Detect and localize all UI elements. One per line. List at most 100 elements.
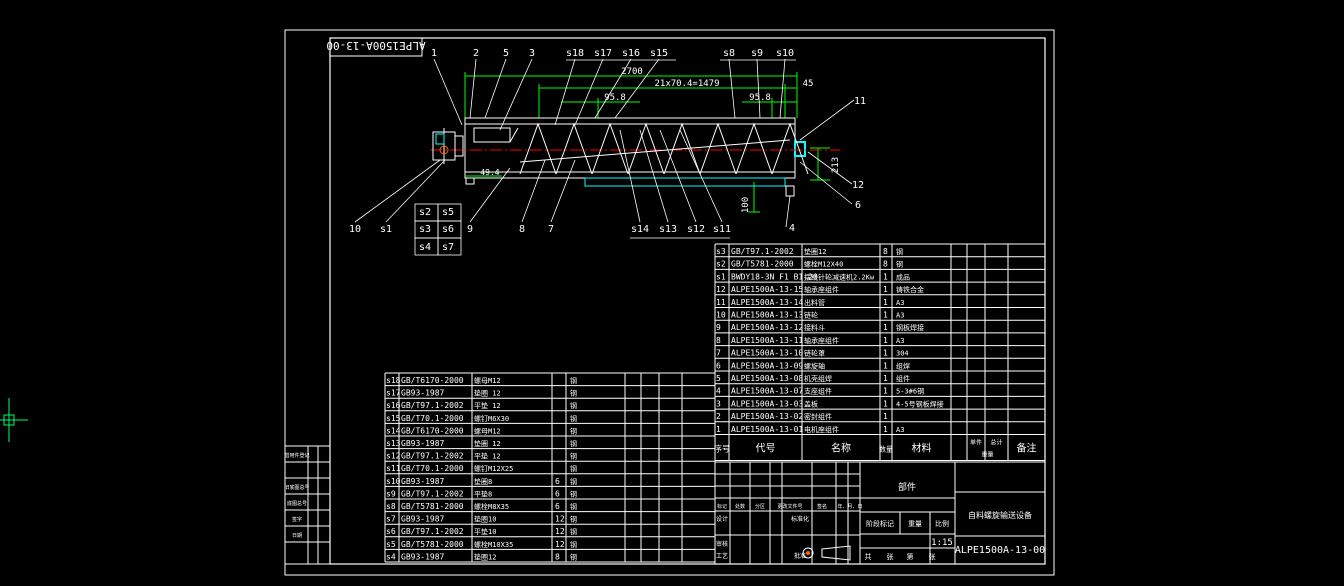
leader-top-s15 — [614, 58, 660, 119]
rtable-no-3: 3 — [716, 399, 721, 408]
side-register-block — [284, 445, 331, 565]
ltable-code-s8: GB/T5781-2000 — [401, 502, 464, 511]
rtable-no-10: 10 — [716, 311, 726, 320]
ltable-code-s5: GB/T5781-2000 — [401, 540, 464, 549]
rtable-code-9: ALPE1500A-13-12 — [731, 323, 803, 332]
drawing-code: ALPE1500A-13-00 — [955, 545, 1045, 556]
title-role-1: 标准化 — [791, 515, 809, 523]
callout-bottom-s7: s7 — [442, 242, 454, 253]
rtable-qty-12: 1 — [883, 285, 888, 294]
ltable-no-s11: s11 — [386, 464, 401, 473]
ltable-code-s14: GB/T6170-2000 — [401, 426, 464, 435]
inlet-hopper-edge — [509, 127, 519, 143]
leader-top-s17 — [574, 58, 604, 126]
ltable-name-s10: 垫圈8 — [474, 477, 492, 486]
ltable-mat-s9: 钢 — [570, 489, 577, 498]
leader-top-3 — [499, 58, 533, 131]
ltable-no-s16: s16 — [386, 401, 401, 410]
ltable-no-s17: s17 — [386, 389, 401, 398]
leader-top-s9 — [756, 58, 761, 119]
drawing-title: 自料螺旋输送设备 — [968, 510, 1032, 520]
ltable-name-s9: 平垫8 — [474, 489, 492, 498]
cad-cursor-icon[interactable] — [0, 398, 28, 442]
leader-right-6 — [799, 161, 853, 205]
rtable-no-s2: s2 — [716, 260, 726, 269]
ltable-mat-s12: 钢 — [570, 452, 577, 461]
ltable-mat-s13: 钢 — [570, 439, 577, 448]
ltable-no-s6: s6 — [386, 527, 396, 536]
flight-segment — [591, 122, 629, 175]
callout-top-s17: s17 — [594, 48, 612, 59]
callout-top-5: 5 — [503, 48, 509, 59]
leader-right-11 — [799, 99, 855, 141]
dim-height: 213 — [831, 157, 841, 173]
ltable-code-s4: GB93-1987 — [401, 552, 445, 561]
callout-right-6: 6 — [855, 200, 861, 211]
callout-bottom-s12: s12 — [687, 224, 705, 235]
ltable-name-s18: 螺母M12 — [474, 376, 501, 385]
ltable-code-s13: GB93-1987 — [401, 439, 445, 448]
side-label-3: 签字 — [292, 516, 302, 523]
sprocket-icon — [439, 145, 449, 155]
leader-bottom-s13 — [639, 129, 669, 223]
ltable-mat-s5: 钢 — [570, 540, 577, 549]
rtable-no-8: 8 — [716, 336, 721, 345]
screw-conveyor-drawing[interactable]: 2700 21x70.4=1479 45 95.8 95.8 213 100 4… — [430, 67, 841, 213]
callout-bottom-s3: s3 — [419, 224, 431, 235]
ltable-code-s15: GB/T70.1-2000 — [401, 414, 464, 423]
rtable-head-remark: 备注 — [1017, 442, 1037, 455]
rtable-no-4: 4 — [716, 387, 721, 396]
rtable-qty-9: 1 — [883, 323, 888, 332]
rtable-no-9: 9 — [716, 323, 721, 332]
callout-bottom-s2: s2 — [419, 207, 431, 218]
side-label-2: 底图总号 — [287, 500, 307, 507]
dim-right-pitch: 95.8 — [749, 93, 771, 103]
rtable-qty-7: 1 — [883, 349, 888, 358]
rtable-qty-s3: 8 — [883, 247, 888, 256]
rtable-mat-5: 组件 — [896, 374, 910, 383]
rtable-code-s1: BWDY18-3N F1 B1.20 — [731, 272, 818, 281]
ltable-no-s15: s15 — [386, 414, 401, 423]
rtable-name-8: 轴承座组件 — [804, 336, 839, 345]
title-role-3: 工艺 — [716, 552, 728, 560]
rtable-code-8: ALPE1500A-13-11 — [731, 336, 803, 345]
leader-top-2 — [469, 58, 477, 119]
rotated-code-box — [329, 37, 423, 57]
projection-cone-icon — [821, 545, 851, 561]
rtable-qty-5: 1 — [883, 374, 888, 383]
screw-flights — [519, 122, 809, 175]
ltable-qty-s5: 12 — [555, 540, 565, 549]
rtable-name-4: 支座组件 — [804, 387, 832, 396]
dim-left-pitch: 95.8 — [604, 93, 626, 103]
title-role-2: 审核 — [716, 540, 728, 548]
stage-label-2: 比例 — [935, 519, 949, 528]
title-block[interactable]: 部件自料螺旋输送设备ALPE1500A-13-001:15标记处数分区更改文件号… — [714, 461, 1046, 565]
callout-bottom-8: 8 — [519, 224, 525, 235]
ltable-mat-s14: 钢 — [570, 426, 577, 435]
leader-top-1 — [433, 58, 463, 126]
leader-bottom-s12 — [659, 129, 697, 223]
title-role-0: 设计 — [716, 515, 728, 523]
rtable-mat-10: A3 — [896, 312, 904, 320]
rtable-mat-6: 组焊 — [896, 361, 910, 370]
projection-symbol-icon — [802, 547, 814, 559]
ltable-code-s16: GB/T97.1-2002 — [401, 401, 464, 410]
callout-bottom-s6: s6 — [442, 224, 454, 235]
ltable-name-s5: 螺栓M10X35 — [474, 540, 513, 549]
rtable-name-2: 密封组件 — [804, 412, 832, 421]
rtable-name-11: 出料管 — [804, 298, 825, 307]
ltable-qty-s9: 6 — [555, 489, 560, 498]
ltable-name-s13: 垫圈 12 — [474, 439, 501, 448]
rtable-code-s2: GB/T5781-2000 — [731, 260, 794, 269]
rtable-qty-2: 1 — [883, 412, 888, 421]
ltable-name-s12: 平垫 12 — [474, 452, 501, 461]
callout-bottom-s14: s14 — [631, 224, 649, 235]
ltable-name-s4: 垫圈12 — [474, 552, 496, 561]
ltable-mat-s11: 钢 — [570, 464, 577, 473]
leader-top-s10 — [779, 58, 786, 119]
rtable-mat-s3: 钢 — [896, 247, 903, 256]
